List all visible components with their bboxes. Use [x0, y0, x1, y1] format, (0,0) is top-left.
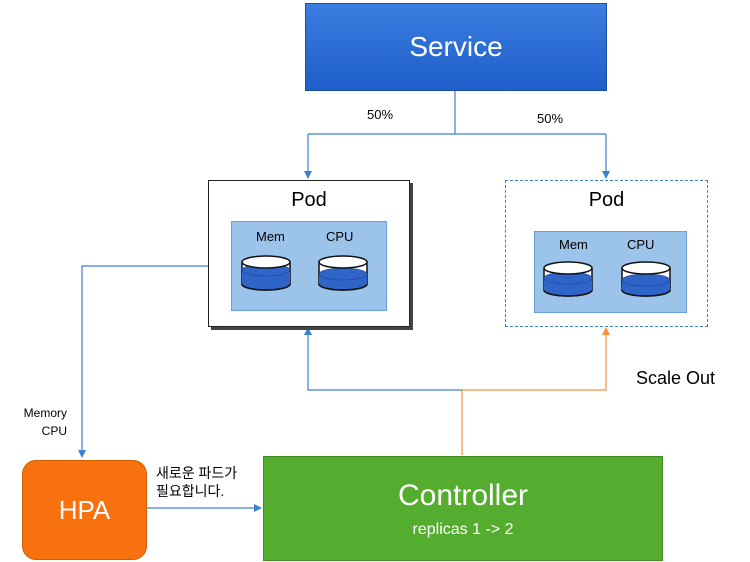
- scale-out-label: Scale Out: [636, 368, 716, 388]
- hpa-message: 새로운 파드가 필요합니다.: [156, 464, 237, 500]
- pod-1: Pod Mem CPU: [208, 180, 410, 327]
- hpa-message-line-1: 새로운 파드가: [156, 465, 238, 481]
- pod-2-title: Pod: [588, 189, 625, 211]
- pod-2-mem-cylinder-icon: [543, 261, 593, 297]
- pod-1-title: Pod: [291, 189, 327, 211]
- metrics-label-cpu: CPU: [41, 424, 67, 438]
- service-label: Service: [409, 31, 503, 62]
- hpa-label: HPA: [58, 494, 111, 525]
- pod-2-cpu-cylinder-icon: [621, 261, 671, 297]
- controller-title: Controller: [397, 479, 529, 512]
- metrics-label: Memory CPU: [0, 404, 67, 440]
- pod-2-resources-panel: Mem CPU: [534, 231, 687, 313]
- metrics-label-memory: Memory: [23, 406, 67, 420]
- pod-2-cpu-label: CPU: [627, 237, 655, 252]
- metrics-to-hpa-arrow: [78, 265, 230, 458]
- pod-1-cpu-label: CPU: [326, 229, 354, 244]
- controller-box: Controller replicas 1 -> 2: [263, 456, 663, 561]
- pod-1-cpu-cylinder-icon: [318, 255, 368, 291]
- split-left-percent: 50%: [367, 107, 394, 122]
- pod-1-resources-panel: Mem CPU: [231, 221, 387, 311]
- pod-2: Pod Mem CPU: [505, 180, 708, 327]
- service-box: Service: [305, 3, 607, 91]
- pod-1-mem-cylinder-icon: [241, 255, 291, 291]
- split-right-percent: 50%: [537, 111, 564, 126]
- controller-to-pod-2-arrow: [462, 327, 610, 391]
- controller-subtitle: replicas 1 -> 2: [412, 521, 514, 538]
- pod-2-mem-label: Mem: [559, 237, 588, 252]
- controller-to-pod-1-arrow: [304, 327, 462, 391]
- hpa-box: HPA: [22, 460, 147, 560]
- hpa-message-line-2: 필요합니다.: [156, 483, 225, 499]
- pod-1-mem-label: Mem: [256, 229, 285, 244]
